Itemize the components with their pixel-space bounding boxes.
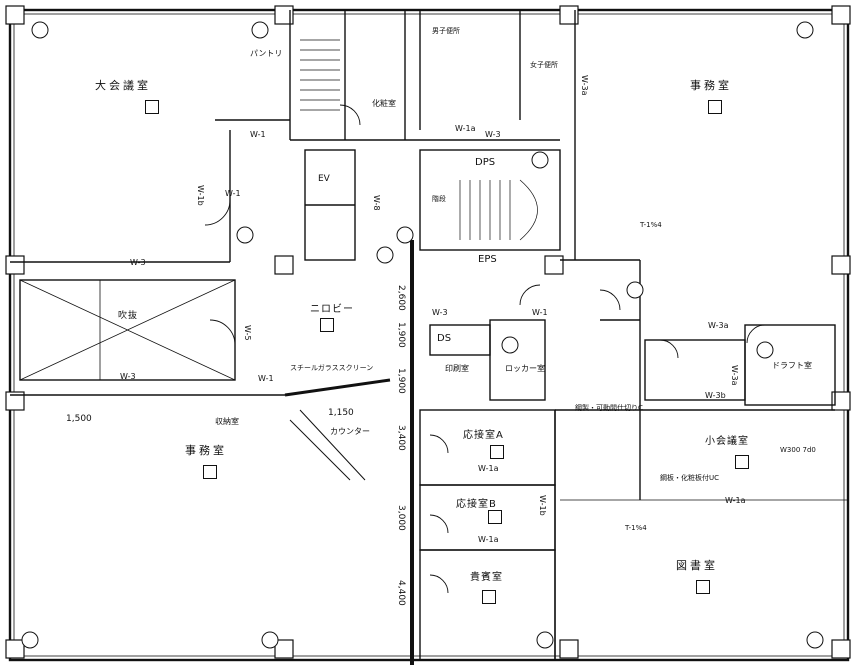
fixture-symbol	[145, 100, 159, 114]
room-locker: ロッカー室	[505, 364, 545, 373]
dimension-label: 2,600	[396, 285, 406, 311]
glass-screen-note: スチールガラススクリーン	[290, 364, 374, 372]
fixture-symbol	[490, 445, 504, 459]
room-eps: EPS	[478, 254, 497, 265]
wall-tag: W-1	[250, 130, 266, 139]
fixture-symbol	[488, 510, 502, 524]
dimension-label: 1,500	[66, 414, 92, 424]
door-swings	[204, 104, 766, 594]
dimension-label: 1,900	[396, 322, 406, 348]
room-office-w: 事務室	[185, 444, 227, 457]
wall-tag: W-3	[130, 258, 146, 267]
room-large-meeting: 大会議室	[95, 79, 151, 92]
dimension-label: 1,150	[328, 408, 354, 418]
room-copy: 印刷室	[445, 364, 469, 373]
room-library: 図書室	[676, 559, 718, 572]
wall-tag: W-1a	[455, 124, 476, 133]
interior-walls	[10, 10, 848, 665]
wall-tag: W-3a	[708, 321, 729, 330]
wall-tag: W-5	[243, 325, 252, 341]
wall-tag: W-1b	[196, 185, 205, 206]
wall-tag: W-1a	[725, 496, 746, 505]
dimension-label: 1,900	[396, 368, 406, 394]
ref-note: T-1%4	[625, 524, 647, 532]
wall-tag: W-1a	[478, 535, 499, 544]
structural-columns	[5, 5, 851, 659]
fixture-symbol	[482, 590, 496, 604]
room-lobby: ニロビー	[310, 304, 354, 315]
room-elevator: EV	[318, 174, 330, 184]
room-office-ne: 事務室	[690, 79, 732, 92]
room-pantry: パントリ	[250, 49, 283, 58]
wall-tag: W-3a	[580, 75, 589, 96]
room-draft: ドラフト室	[772, 361, 812, 370]
room-staircase: 階段	[432, 195, 446, 203]
wall-tag: W-3a	[730, 365, 739, 386]
room-female-wc: 女子便所	[530, 61, 558, 69]
board-note: 鋼板・化粧板付UC	[660, 474, 720, 482]
room-small-meeting: 小会議室	[705, 436, 749, 447]
wall-tag: W-3	[120, 372, 136, 381]
counter-label: カウンター	[330, 427, 370, 436]
room-dps: DPS	[475, 157, 496, 168]
fixture-symbol	[735, 455, 749, 469]
wall-tag: W-1	[532, 308, 548, 317]
wall-tag: W-1	[258, 374, 274, 383]
wall-tag: W-1b	[538, 495, 547, 516]
grid-bubbles	[21, 21, 824, 649]
counter-line	[289, 409, 366, 481]
fixture-symbol	[708, 100, 722, 114]
fixture-symbol	[696, 580, 710, 594]
room-storage: 収納室	[215, 417, 239, 426]
wall-tag: W-8	[372, 195, 381, 211]
wall-tag: W-1	[225, 189, 241, 198]
stair-treads	[300, 39, 538, 241]
dimension-label: 4,400	[396, 580, 406, 606]
outer-walls	[8, 8, 850, 662]
glass-screen-line	[284, 378, 391, 397]
room-void: 吹抜	[118, 311, 139, 321]
room-reception-b: 応接室B	[456, 499, 497, 510]
wall-tag: W-3b	[705, 391, 726, 400]
room-reception-a: 応接室A	[463, 430, 504, 441]
fixture-symbol	[320, 318, 334, 332]
wall-tag: W-3	[432, 308, 448, 317]
wall-tag: W-3	[485, 130, 501, 139]
room-guest: 貴賓室	[470, 572, 503, 583]
ref-note: T-1%4	[640, 221, 662, 229]
room-ds: DS	[437, 333, 452, 344]
room-male-wc: 男子便所	[432, 27, 460, 35]
dimension-label: 3,000	[396, 505, 406, 531]
partition-note: 鋼製・可動間仕切りC	[575, 404, 643, 412]
wall-tag: W-1a	[478, 464, 499, 473]
dimension-label: 3,400	[396, 425, 406, 451]
wall-tag: W300 7d0	[780, 446, 816, 454]
room-dressing: 化粧室	[372, 99, 396, 108]
fixture-symbol	[203, 465, 217, 479]
